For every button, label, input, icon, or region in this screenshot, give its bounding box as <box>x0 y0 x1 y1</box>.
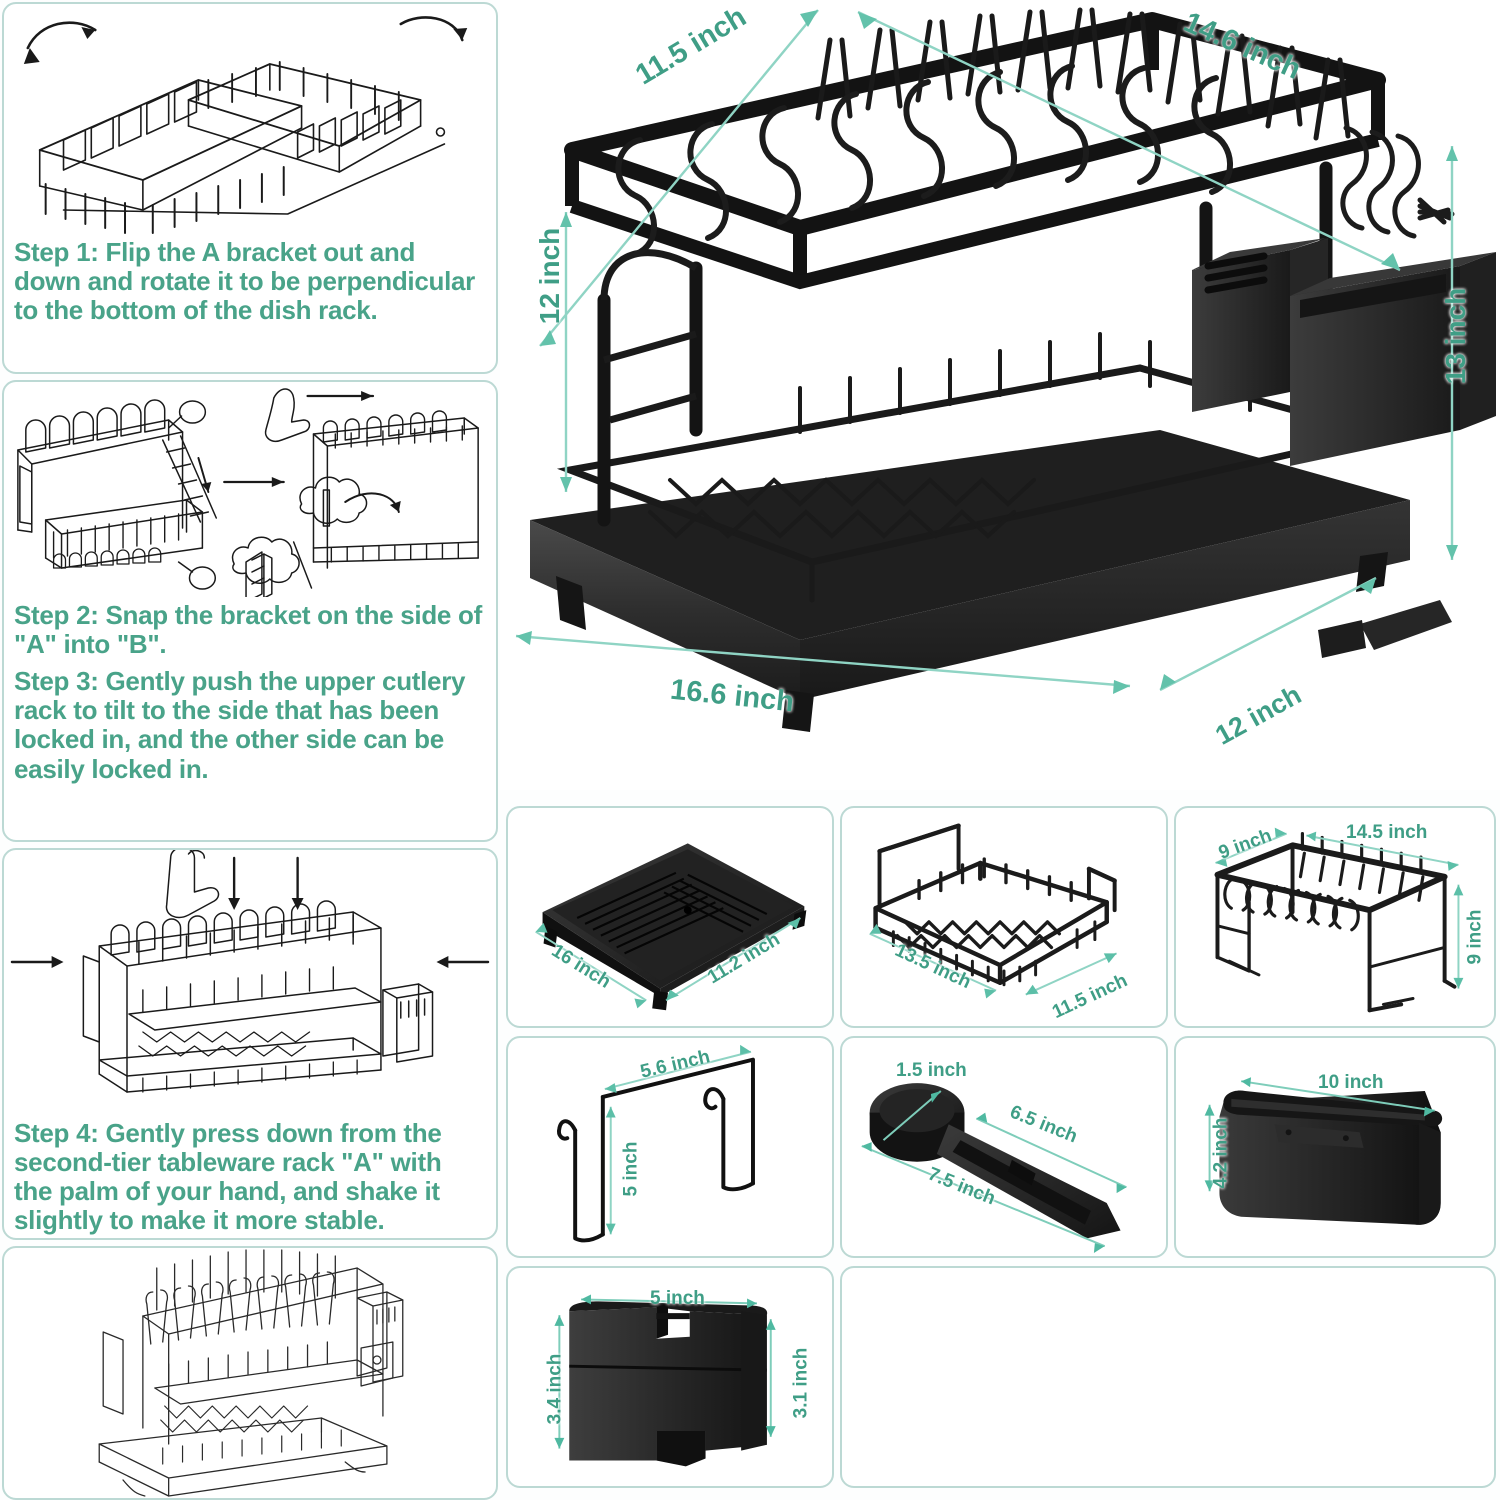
hero-product-illustration <box>515 7 1496 732</box>
wire-basket-illustration <box>869 823 1118 999</box>
part-upper-rack-panel: 9 inch 14.5 inch 9 inch <box>1174 806 1496 1028</box>
part-hook-bracket-panel: 5.6 inch 5 inch <box>506 1036 834 1258</box>
part-utensil-holder-panel: 5 inch 3.4 inch 3.1 inch <box>506 1266 834 1488</box>
side-storage-box-illustration <box>1204 1077 1443 1225</box>
step-4-line: Step 4: Gently press down from the secon… <box>14 1118 442 1236</box>
part-rack-dim-9-height: 9 inch <box>1464 909 1486 965</box>
step-2-figure <box>4 382 496 597</box>
step-1-panel: Step 1: Flip the A bracket out and down … <box>2 2 498 374</box>
utensil-holder-illustration <box>554 1294 776 1467</box>
hook-bracket-illustration <box>557 1044 755 1243</box>
part-holder-dim-3-4: 3.4 inch <box>544 1353 566 1425</box>
part-drain-tray-panel: 16 inch 11.2 inch <box>506 806 834 1028</box>
part-drainage-spout-panel: 1.5 inch 6.5 inch 7.5 inch <box>840 1036 1168 1258</box>
final-assembly-panel <box>2 1246 498 1500</box>
part-holder-dim-3-1: 3.1 inch <box>790 1347 812 1419</box>
part-bracket-dim-5: 5 inch <box>620 1141 642 1197</box>
part-rack-dim-14-5: 14.5 inch <box>1346 822 1428 843</box>
drainage-spout-illustration <box>861 1083 1127 1254</box>
part-side-box-panel: 10 inch 4.2 inch <box>1174 1036 1496 1258</box>
step-4-text: Step 4: Gently press down from the secon… <box>4 1115 496 1238</box>
part-box-dim-10: 10 inch <box>1318 1072 1384 1093</box>
part-blank-panel <box>840 1266 1496 1488</box>
hero-dim-12-height: 12 inch <box>534 227 566 325</box>
hero-product-figure: 11.5 inch 14.6 inch 12 inch 13 inch 16.6… <box>500 0 1500 790</box>
step-3-line: Step 3: Gently push the upper cutlery ra… <box>14 666 466 784</box>
hero-dim-13-height: 13 inch <box>1440 287 1472 385</box>
steps-column: Step 1: Flip the A bracket out and down … <box>2 2 500 1500</box>
part-box-dim-4-2: 4.2 inch <box>1210 1117 1232 1189</box>
step-1-figure <box>4 4 496 234</box>
step-1-text: Step 1: Flip the A bracket out and down … <box>4 234 496 335</box>
final-assembly-figure <box>4 1248 496 1498</box>
upper-tier-rack-illustration <box>1214 827 1464 1013</box>
step-2-line: Step 2: Snap the bracket on the side of … <box>14 600 482 660</box>
part-holder-dim-5: 5 inch <box>650 1288 705 1309</box>
step-2-3-panel: Step 2: Snap the bracket on the side of … <box>2 380 498 842</box>
part-spout-dim-1-5: 1.5 inch <box>896 1060 967 1081</box>
step-4-figure <box>4 850 496 1115</box>
part-wire-basket-panel: 13.5 inch 11.5 inch <box>840 806 1168 1028</box>
step-4-panel: Step 4: Gently press down from the secon… <box>2 848 498 1240</box>
step-2-3-text: Step 2: Snap the bracket on the side of … <box>4 597 496 794</box>
drain-tray-illustration <box>535 843 807 1011</box>
step-1-line: Step 1: Flip the A bracket out and down … <box>14 237 475 326</box>
